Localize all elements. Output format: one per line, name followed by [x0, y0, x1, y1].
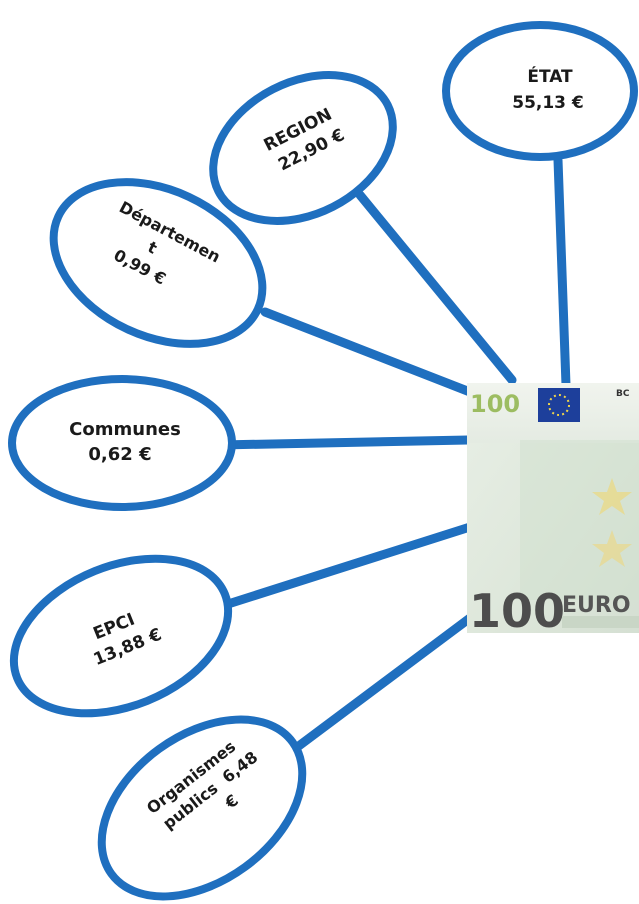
etat-label: ÉTAT	[527, 65, 573, 87]
bubble-region: REGION 22,90 €	[209, 71, 397, 225]
banknote-value: 100	[469, 584, 565, 638]
bubble-communes: Communes 0,62 €	[8, 375, 236, 511]
euro-banknote: 100 BC 100 EURO	[467, 383, 639, 638]
bubble-epci: EPCI 13,88 €	[9, 554, 233, 718]
star-icon	[592, 530, 632, 567]
star-icon	[592, 478, 632, 515]
banknote-currency: EURO	[562, 593, 631, 618]
eu-flag-icon	[538, 388, 580, 422]
communes-amount: 0,62 €	[88, 444, 151, 465]
connector-etat	[553, 155, 571, 390]
communes-label: Communes	[69, 419, 181, 440]
connector-organismes	[275, 607, 483, 765]
connector-region	[355, 190, 517, 385]
connector-departement	[260, 307, 475, 397]
bubble-departement: Départemen t 0,99 €	[49, 178, 267, 348]
banknote-bank-initials: BC	[616, 389, 630, 399]
bubble-organismes: Organismes publics 6,48 €	[97, 715, 307, 901]
banknote-corner-value: 100	[470, 390, 520, 418]
connector-communes	[215, 435, 473, 450]
etat-amount: 55,13 €	[512, 93, 584, 113]
connector-epci	[220, 522, 475, 610]
bubble-etat: ÉTAT 55,13 €	[442, 21, 638, 161]
